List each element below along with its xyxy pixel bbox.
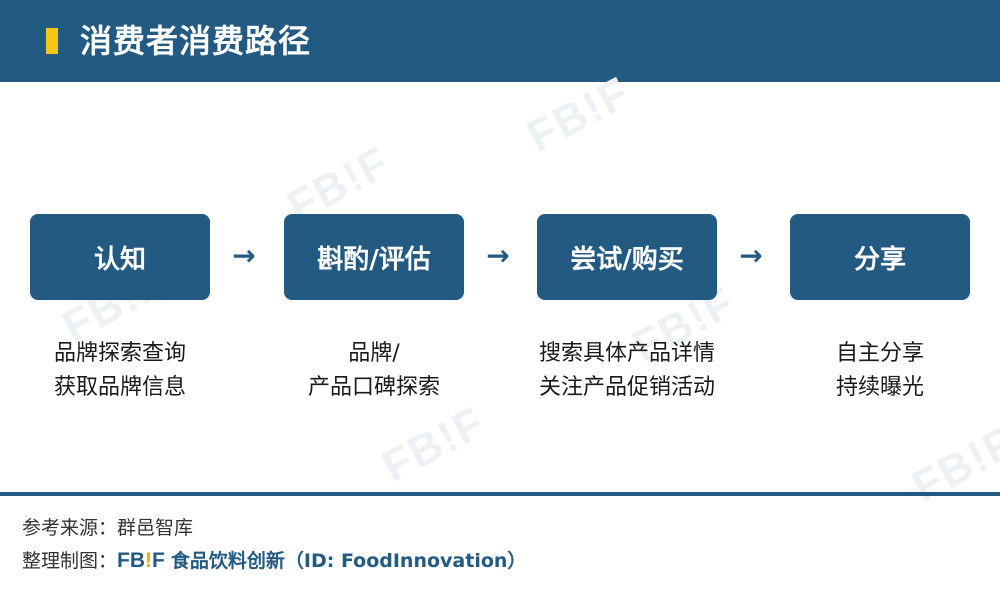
step-label: 分享 — [853, 244, 906, 275]
step-box-sharing: 分享 — [790, 214, 970, 300]
source-label: 参考来源： — [22, 517, 118, 539]
description-line: 关注产品促销活动 — [538, 375, 715, 400]
arrow-right-icon: → — [739, 239, 763, 272]
step-description-awareness: 品牌探索查询 获取品牌信息 — [20, 337, 220, 405]
arrow-right-icon: → — [486, 239, 510, 272]
step-box-purchase: 尝试/购买 — [537, 214, 717, 300]
footer-credit: 整理制图：FB!F 食品饮料创新（ID: FoodInnovation） — [22, 547, 526, 575]
step-description-sharing: 自主分享 持续曝光 — [780, 337, 980, 405]
description-line: 品牌探索查询 — [53, 341, 186, 366]
logo-text-left: FB — [117, 549, 146, 572]
watermark: FB!F — [374, 397, 494, 492]
source-value: 群邑智库 — [117, 517, 194, 539]
step-box-evaluation: 斟酌/评估 — [284, 214, 464, 300]
footer-divider — [0, 492, 1000, 496]
watermark: FB!F — [904, 417, 1000, 512]
brand-text: 食品饮料创新（ID: FoodInnovation） — [170, 550, 527, 572]
description-line: 品牌/ — [348, 341, 400, 366]
step-description-purchase: 搜索具体产品详情 关注产品促销活动 — [527, 337, 727, 405]
step-description-evaluation: 品牌/ 产品口碑探索 — [274, 337, 474, 405]
description-line: 产品口碑探索 — [307, 375, 440, 400]
step-label: 尝试/购买 — [570, 244, 684, 275]
header-banner: 消费者消费路径 — [0, 0, 1000, 82]
description-line: 搜索具体产品详情 — [538, 341, 715, 366]
page-title: 消费者消费路径 — [80, 22, 312, 60]
description-line: 获取品牌信息 — [53, 375, 186, 400]
step-label: 斟酌/评估 — [317, 244, 431, 275]
fbif-logo: FB!F — [117, 547, 165, 575]
step-label: 认知 — [93, 244, 146, 275]
description-line: 自主分享 — [835, 341, 924, 366]
logo-text-bang: ! — [145, 549, 153, 572]
credit-label: 整理制图： — [22, 550, 118, 572]
header-accent-bar — [46, 28, 58, 54]
arrow-right-icon: → — [232, 239, 256, 272]
logo-text-right: F — [152, 549, 165, 572]
step-box-awareness: 认知 — [30, 214, 210, 300]
description-line: 持续曝光 — [835, 375, 924, 400]
footer-source: 参考来源：群邑智库 — [22, 514, 193, 542]
